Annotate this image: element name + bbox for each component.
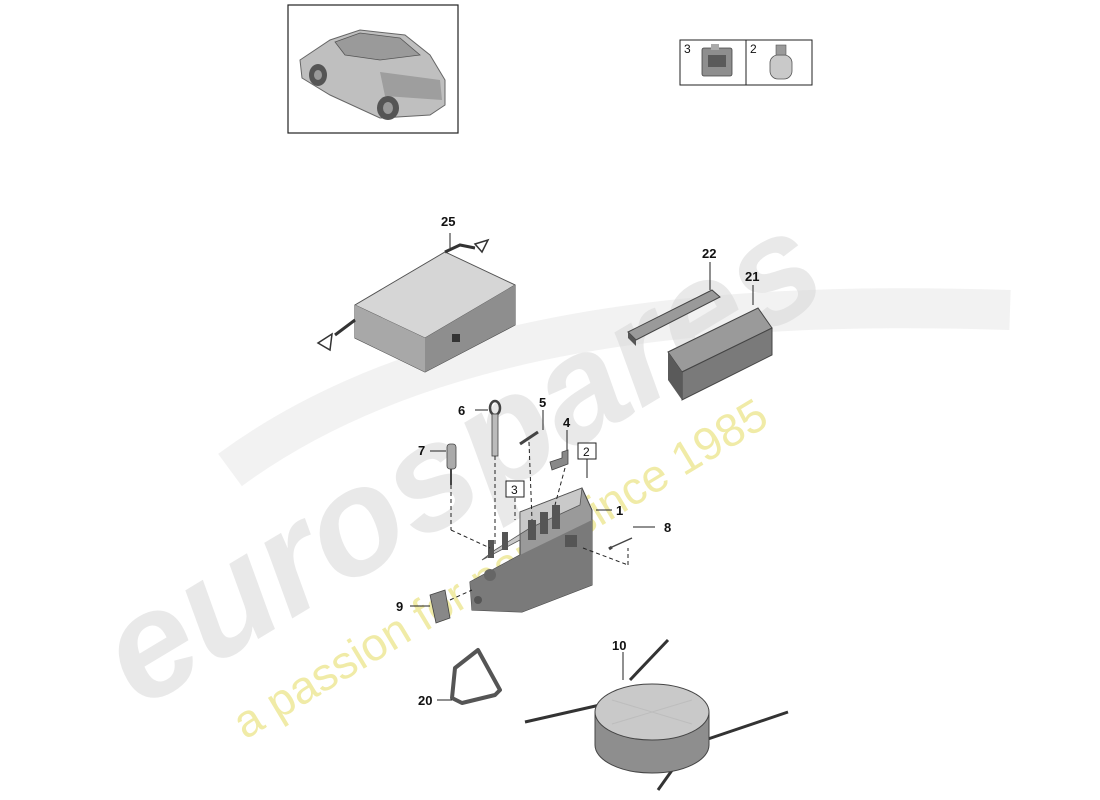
- callout-2: 2: [583, 445, 590, 459]
- callout-25: 25: [441, 214, 455, 229]
- inset-label-3: 3: [684, 42, 691, 56]
- callout-22: 22: [702, 246, 716, 261]
- vehicle-thumbnail: [287, 4, 459, 134]
- callout-6: 6: [458, 403, 465, 418]
- callout-20: 20: [418, 693, 432, 708]
- part-8-pin: [608, 537, 633, 551]
- callout-labels: 25 22 21 6 5 4 7 2 3 1 8 9 10 20: [396, 214, 759, 708]
- callout-9: 9: [396, 599, 403, 614]
- vehicle-illustration: [299, 29, 446, 120]
- callout-7: 7: [418, 443, 425, 458]
- part-9-small-box: [429, 589, 451, 624]
- tool-case-icon: [701, 44, 733, 77]
- sealant-bottle-icon: [769, 44, 793, 80]
- part-1-tool-tray: [469, 487, 593, 613]
- part-10-spare-wheel-cover: [524, 638, 789, 791]
- callout-3: 3: [511, 483, 518, 497]
- inset-parts-box: 3 2: [679, 39, 813, 86]
- callout-21: 21: [745, 269, 759, 284]
- callout-4: 4: [563, 415, 571, 430]
- callout-10: 10: [612, 638, 626, 653]
- callout-8: 8: [664, 520, 671, 535]
- watermark: eurospares a passion for parts since 198…: [70, 177, 1011, 749]
- leader-lines: [410, 233, 754, 701]
- callout-box-3: [505, 480, 525, 498]
- part-22-bar: [627, 289, 721, 346]
- part-7-screwdriver: [446, 443, 457, 485]
- callout-box-2: [577, 442, 597, 460]
- callout-5: 5: [539, 395, 546, 410]
- part-25-storage-bag: [316, 238, 516, 373]
- part-5-hex-key: [519, 430, 539, 446]
- part-21-mat: [667, 307, 773, 401]
- part-4-bracket: [549, 449, 569, 471]
- callout-1: 1: [616, 503, 623, 518]
- part-20-frame: [450, 648, 502, 705]
- inset-label-2: 2: [750, 42, 757, 56]
